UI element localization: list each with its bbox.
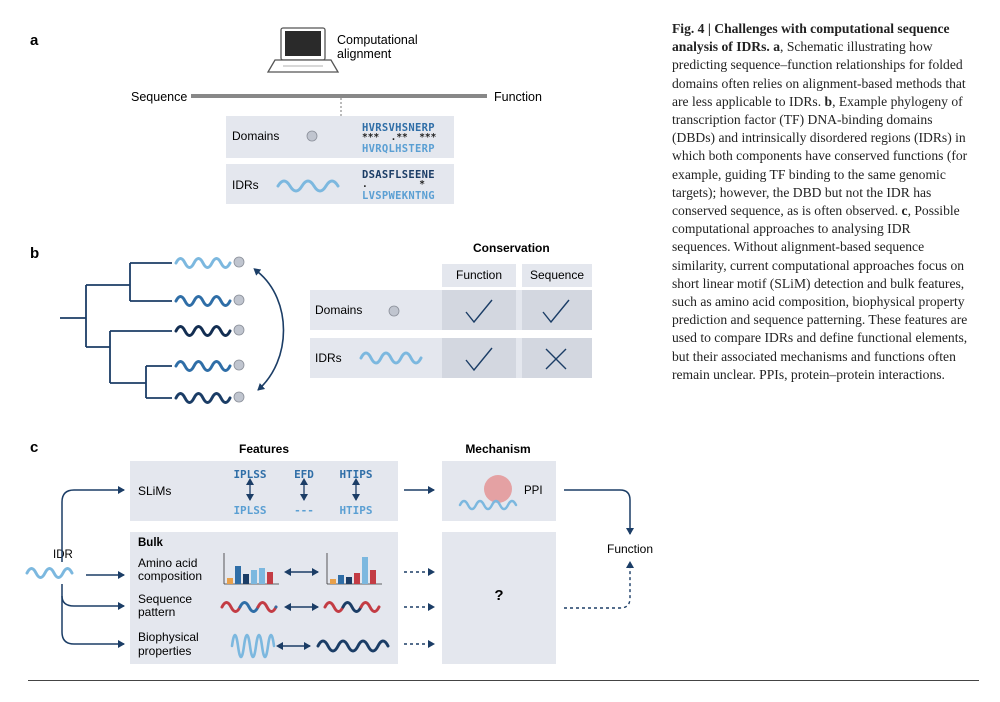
check-icon (465, 299, 493, 324)
biophys-line1: Biophysical (138, 630, 199, 644)
aa-composition-chart-left (223, 553, 279, 585)
domains-label-a: Domains (232, 129, 279, 143)
domain-sphere-icon (306, 130, 318, 142)
leaf-domain-sphere (233, 256, 245, 268)
function-label-a: Function (494, 90, 542, 104)
idr-input-wave-icon (25, 567, 74, 579)
panel-a-label: a (30, 32, 39, 49)
ppi-to-function-arrow (564, 489, 634, 535)
sequence-pattern-wave-right (323, 601, 381, 613)
unknown-to-function-dashed-arrow (564, 561, 634, 609)
domains-seq1: HVRSVHSNERP (362, 122, 435, 134)
leaf-domain-sphere (233, 359, 245, 371)
check-icon (465, 347, 493, 372)
features-title: Features (239, 442, 289, 456)
unknown-mechanism-box (442, 532, 556, 664)
col-function-header-bg (442, 264, 516, 287)
row-idrs-label: IDRs (315, 351, 342, 365)
sequence-label: Sequence (131, 90, 187, 104)
panel-c-label: c (30, 439, 38, 456)
unknown-mechanism-mark: ? (494, 587, 503, 604)
domains-seq2: HVRQLHSTERP (362, 143, 435, 155)
row-domains-cell-sequence (522, 290, 592, 330)
slim-bottom-2: --- (294, 504, 314, 517)
domains-box (226, 116, 454, 158)
biophysical-extended-wave-icon (316, 639, 390, 653)
row-domains-cell-function (442, 290, 516, 330)
idrs-label-a: IDRs (232, 178, 259, 192)
slim-top-3: HTIPS (339, 468, 372, 481)
aa-composition-chart-right (326, 553, 382, 585)
caption-fig-label: Fig. 4 | Challenges with computational s… (672, 21, 950, 55)
leaf-idr-2 (174, 294, 245, 307)
ppi-partner-icon (484, 475, 512, 503)
bottom-divider (28, 680, 979, 681)
row-domains-label: Domains (315, 303, 362, 317)
idr-wave-icon (276, 179, 340, 193)
caption-c-text: , Possible computational approaches to a… (672, 203, 968, 382)
laptop-caption-line2: alignment (337, 47, 392, 61)
leaf-idr-1 (174, 256, 245, 269)
ppi-label: PPI (524, 485, 543, 497)
panel-b-label: b (30, 245, 39, 262)
aa-label-line2: composition (138, 569, 202, 583)
idrs-seq2: LVSPWEKNTNG (362, 190, 435, 202)
biophys-line2: properties (138, 644, 191, 658)
idrs-stars: . * (362, 179, 425, 190)
conservation-title: Conservation (473, 241, 550, 255)
caption-a-letter: a (773, 39, 781, 55)
caption-a-text: , Schematic illustrating how predicting … (672, 39, 966, 109)
seq-pattern-line1: Sequence (138, 592, 192, 606)
leaf-domain-sphere (233, 324, 245, 336)
bulk-to-mechanism-dashed-arrows (404, 568, 435, 648)
col-sequence-header-bg (522, 264, 592, 287)
leaf-domain-sphere (233, 391, 245, 403)
leaf-domain-sphere (233, 294, 245, 306)
slim-top-2: EFD (294, 468, 314, 481)
seq-pattern-line2: pattern (138, 605, 175, 619)
idr-wave-icon (359, 351, 423, 365)
leaf-idr-3 (174, 324, 245, 337)
bulk-label: Bulk (138, 537, 164, 549)
idr-input-label: IDR (53, 549, 73, 561)
check-icon (542, 299, 570, 324)
caption-b-letter: b (824, 93, 833, 109)
caption-b-text: , Example phylogeny of transcription fac… (672, 93, 968, 219)
bulk-box (130, 532, 398, 664)
slim-match-arrows (246, 478, 360, 501)
domains-stars: *** .** *** (362, 132, 437, 143)
phylogeny-tree (60, 262, 172, 399)
sequence-pattern-wave-left (220, 601, 278, 613)
slims-label: SLiMs (138, 484, 171, 498)
col-function-header: Function (456, 268, 502, 282)
aa-label-line1: Amino acid (138, 556, 197, 570)
idr-branch-arrows (61, 486, 125, 648)
sequence-function-bar (191, 94, 487, 98)
idrs-box (226, 164, 454, 204)
slim-bottom-1: IPLSS (233, 504, 266, 517)
caption-c-letter: c (901, 203, 908, 219)
row-idrs-cell-function (442, 338, 516, 378)
slim-top-1: IPLSS (233, 468, 266, 481)
leaf-idr-5 (174, 391, 245, 404)
biophysical-compact-wave-icon (230, 633, 276, 659)
col-sequence-header: Sequence (530, 268, 584, 282)
leaf-idr-4 (174, 359, 245, 372)
figure-caption: Fig. 4 | Challenges with computational s… (672, 20, 972, 384)
curved-double-arrow-icon (253, 268, 285, 391)
mechanism-title: Mechanism (465, 442, 530, 456)
idrs-seq1: DSASFLSEENE (362, 169, 435, 181)
slim-bottom-3: HTIPS (339, 504, 372, 517)
domain-sphere-icon (388, 305, 400, 317)
function-label-c: Function (607, 542, 653, 556)
laptop-icon (266, 27, 340, 73)
laptop-caption-line1: Computational (337, 33, 418, 47)
cross-icon (545, 348, 567, 370)
ppi-idr-wave-icon (458, 499, 518, 511)
